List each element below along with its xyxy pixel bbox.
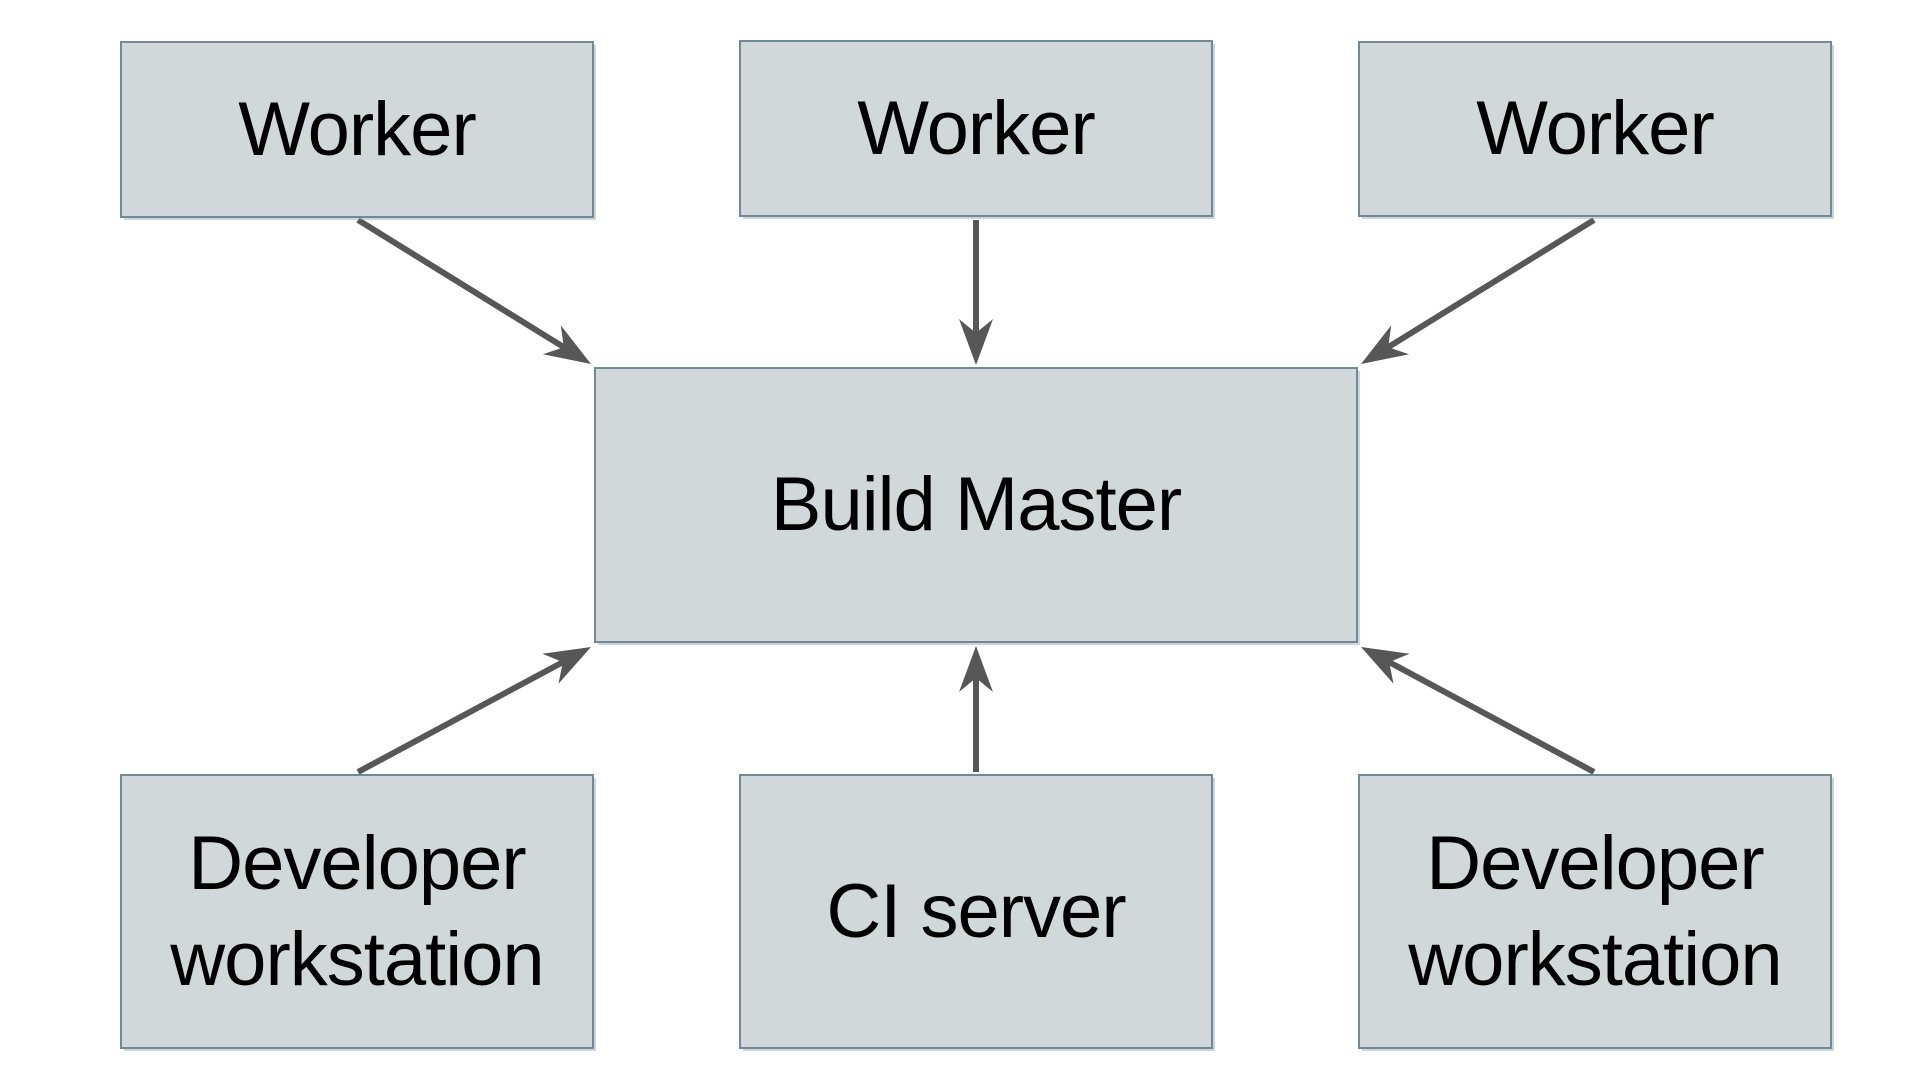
arrow-worker-1-to-build-master	[356, 217, 591, 364]
arrowhead	[542, 325, 591, 364]
node-worker-2: Worker	[739, 40, 1213, 217]
arrow-shaft	[1384, 217, 1596, 352]
arrow-developer-workstation-right-to-build-master	[1361, 647, 1596, 775]
node-ci-server: CI server	[739, 774, 1213, 1049]
arrow-worker-2-to-build-master	[959, 220, 993, 365]
node-developer-workstation-right: Developer workstation	[1358, 774, 1832, 1049]
node-worker-2-label: Worker	[857, 85, 1096, 171]
node-developer-workstation-right-label: Developer workstation	[1408, 820, 1782, 1002]
node-worker-3-label: Worker	[1476, 86, 1715, 172]
arrow-developer-workstation-left-to-build-master	[356, 647, 591, 775]
arrowhead	[959, 646, 993, 692]
node-developer-workstation-left-label: Developer workstation	[170, 820, 544, 1002]
node-build-master-label: Build Master	[770, 462, 1182, 548]
arrowhead	[1361, 325, 1410, 364]
arrowhead	[959, 319, 993, 365]
arrow-worker-3-to-build-master	[1361, 217, 1596, 364]
arrow-shaft	[1385, 658, 1596, 775]
arrowhead	[1361, 647, 1410, 684]
arrow-shaft	[356, 217, 568, 352]
node-build-master: Build Master	[594, 367, 1358, 643]
node-worker-1: Worker	[120, 41, 594, 218]
node-worker-3: Worker	[1358, 41, 1832, 217]
node-ci-server-label: CI server	[826, 868, 1126, 954]
node-worker-1-label: Worker	[238, 86, 477, 172]
arrow-ci-server-to-build-master	[959, 646, 993, 772]
arrow-shaft	[356, 658, 567, 775]
node-developer-workstation-left: Developer workstation	[120, 774, 594, 1049]
arrowhead	[542, 647, 591, 684]
